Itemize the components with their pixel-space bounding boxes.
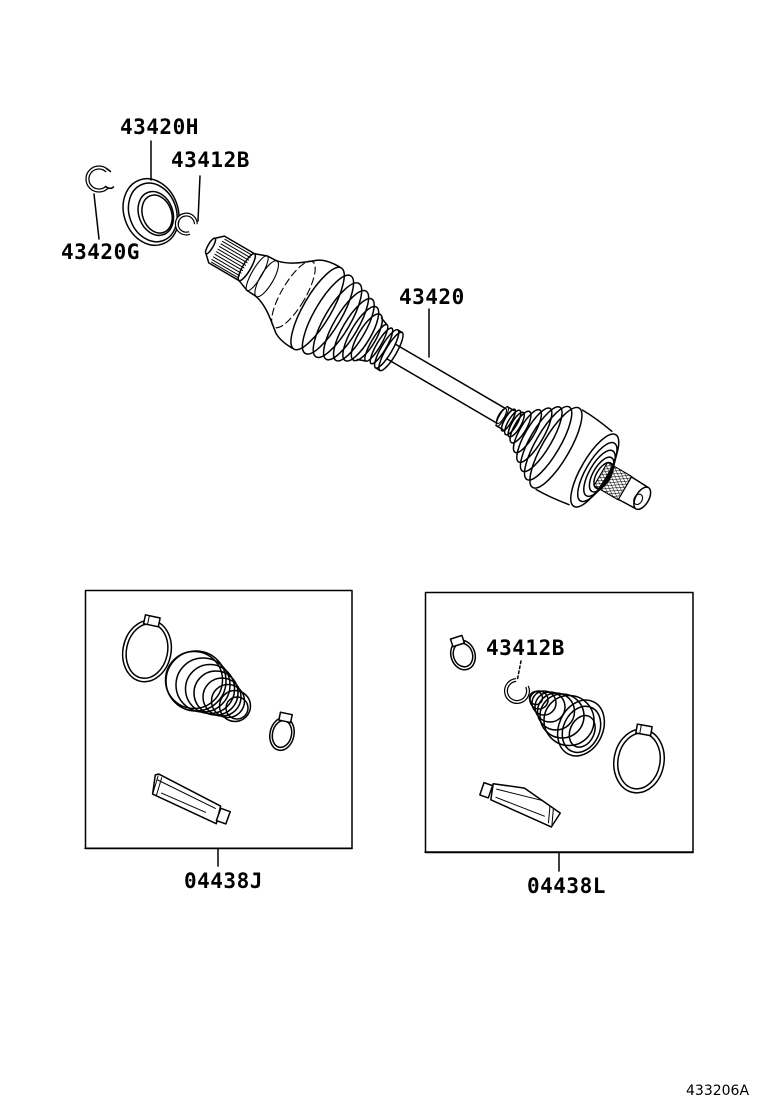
kit-box-04438j-border: [84, 589, 353, 850]
inner-joint-housing: [238, 253, 341, 349]
leader-43420g: [93, 193, 100, 240]
outer-boot: [495, 405, 583, 489]
part-label-43420g[interactable]: 43420G: [61, 240, 140, 264]
oil-seal-43420h-drawing: [122, 177, 180, 247]
kit-04438j-contents: [121, 614, 295, 825]
clamp-small-right-drawing: [449, 634, 477, 671]
leader-43412b-kit: [516, 660, 522, 680]
part-label-43420h[interactable]: 43420H: [120, 115, 199, 139]
outer-joint-housing: [535, 409, 620, 508]
e-ring-43412b-drawing: [174, 212, 198, 236]
snap-ring-43420g-drawing: [85, 165, 115, 193]
snap-ring-43412b-kit-drawing: [504, 678, 530, 704]
inner-boot: [290, 266, 404, 372]
clamp-large-left-drawing: [121, 614, 173, 683]
part-label-43412b-top[interactable]: 43412B: [171, 148, 250, 172]
part-label-43420[interactable]: 43420: [399, 285, 465, 309]
part-label-43412b-kit[interactable]: 43412B: [486, 636, 565, 660]
shaft-tip: [617, 476, 652, 511]
part-label-04438j[interactable]: 04438J: [184, 869, 263, 893]
grease-tube-left-drawing: [151, 773, 231, 825]
shaft-bar: [385, 343, 508, 425]
boot-left-drawing: [164, 650, 252, 723]
leader-43412b-top: [197, 175, 201, 222]
clamp-small-left-drawing: [269, 711, 295, 752]
clamp-large-right-drawing: [613, 723, 665, 794]
drive-shaft-43420-drawing: [204, 235, 652, 511]
part-label-04438l[interactable]: 04438L: [527, 874, 606, 898]
inboard-spline: [204, 235, 257, 282]
grease-tube-right-drawing: [479, 781, 562, 828]
figure-code: 433206A: [686, 1083, 750, 1099]
kit-04438l-contents: [449, 634, 665, 828]
boot-right-drawing: [528, 690, 606, 757]
